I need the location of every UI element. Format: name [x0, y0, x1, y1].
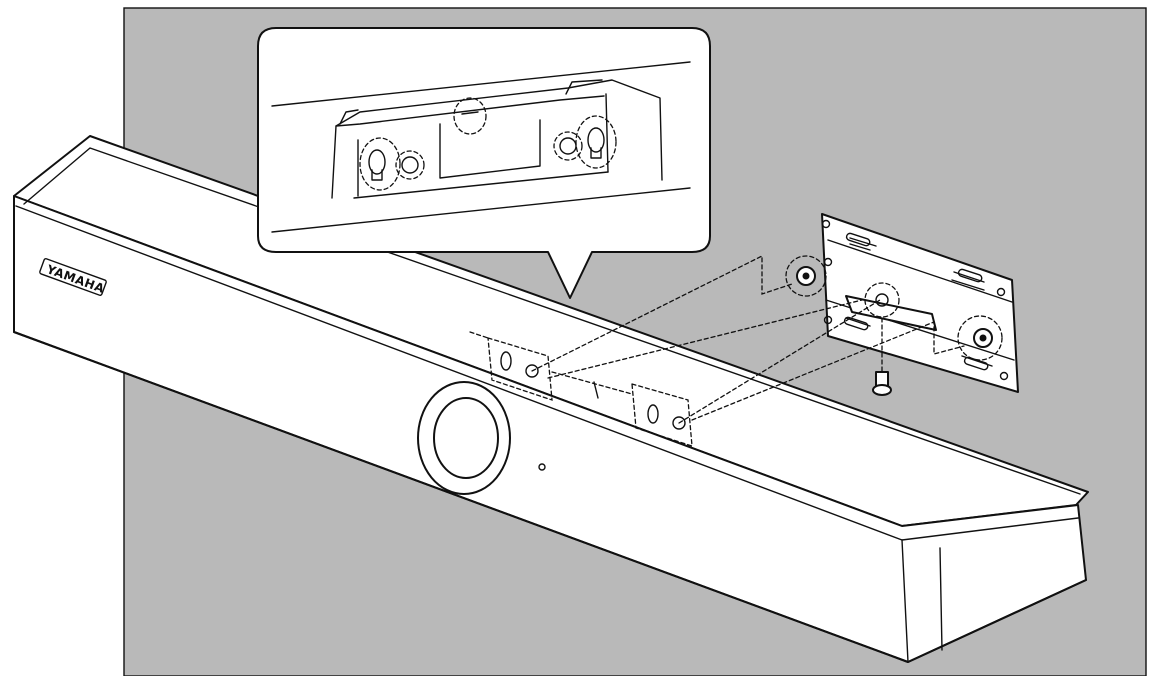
callout-bubble-icon	[257, 27, 711, 299]
screw-hole-icon	[672, 416, 686, 430]
screw-hole-icon	[525, 364, 539, 378]
keyhole-slot-icon	[500, 351, 512, 371]
alignment-lines	[531, 254, 965, 424]
keyhole-slot-icon	[575, 115, 617, 169]
keyhole-slot-icon	[359, 137, 401, 191]
rear-mount-area	[469, 331, 693, 447]
screw-hole-icon	[401, 156, 419, 174]
screw-hole-icon	[559, 137, 577, 155]
mounting-screw-icon	[872, 317, 892, 396]
keyhole-slot-icon	[647, 404, 659, 424]
camera-lens	[417, 381, 546, 495]
bracket-stud-right	[957, 315, 1003, 361]
bracket-center-hole	[864, 282, 900, 318]
bracket-stud-left	[785, 255, 827, 297]
callout-detail	[271, 61, 691, 233]
indicator-led	[538, 463, 546, 471]
